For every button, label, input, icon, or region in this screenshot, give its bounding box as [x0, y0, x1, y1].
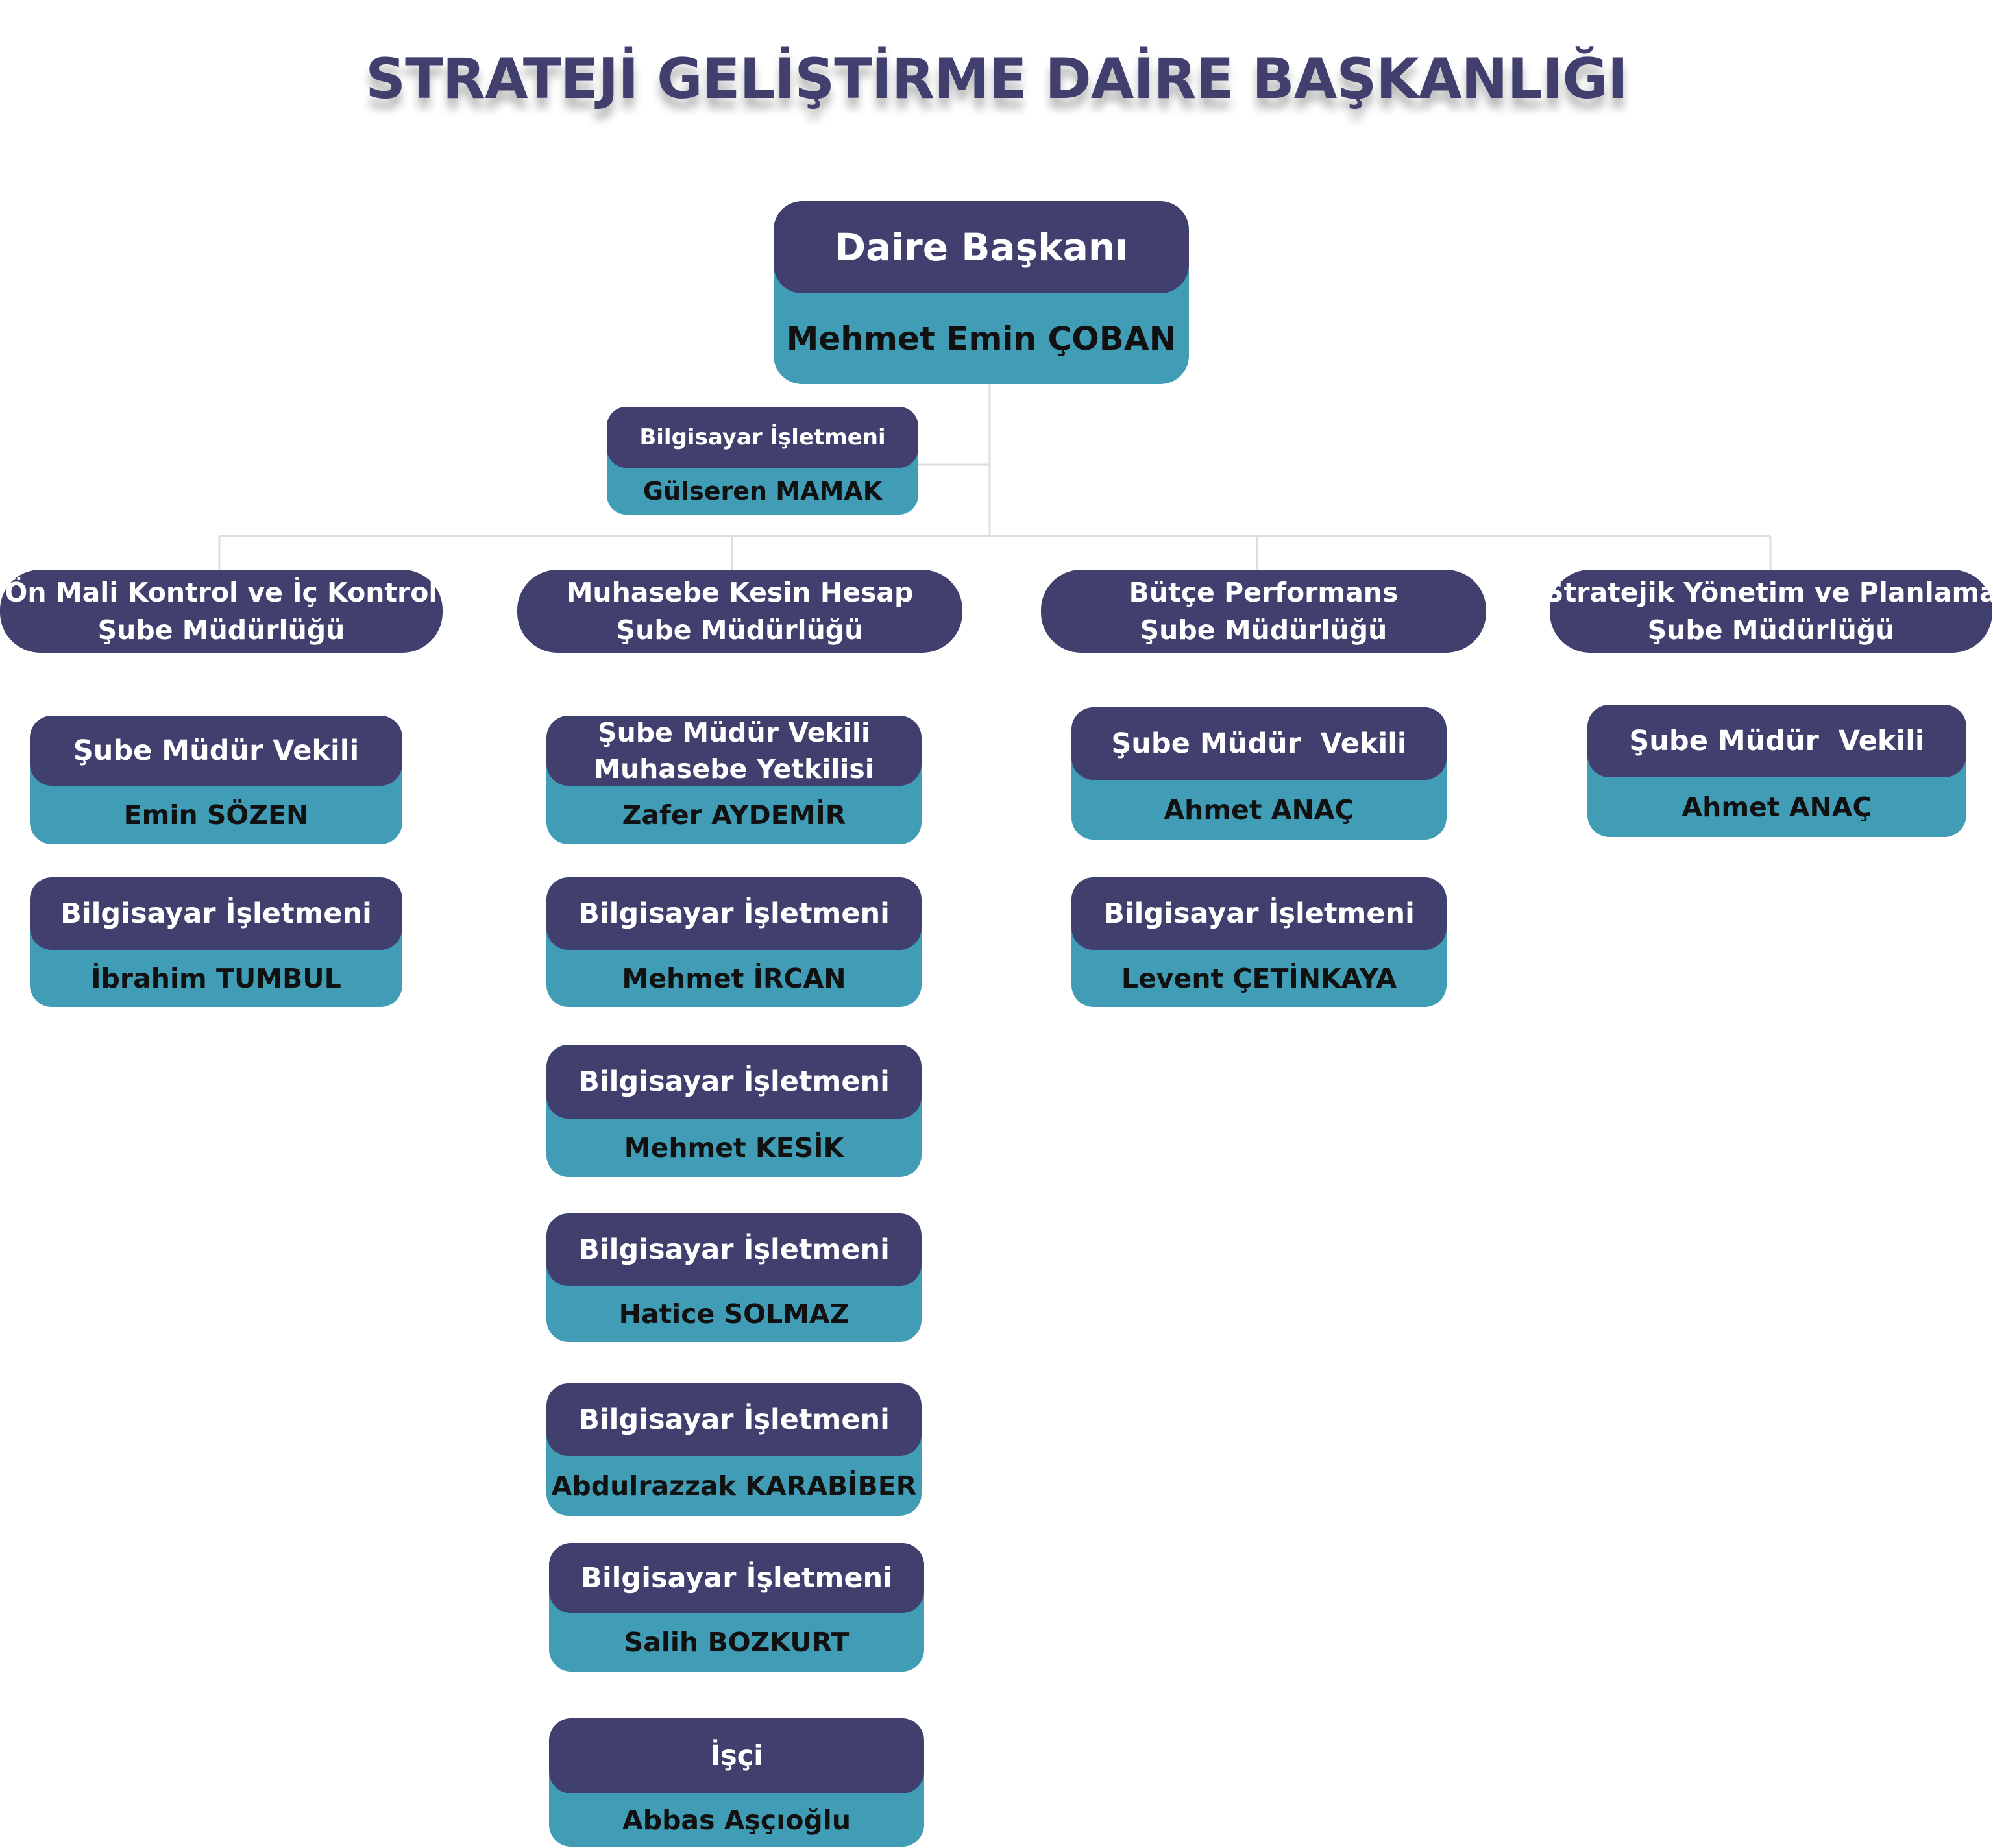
staff-role: Şube Müdür Vekili Muhasebe Yetkilisi: [546, 716, 922, 786]
staff-card: Şube Müdür Vekili Emin SÖZEN: [30, 716, 402, 844]
staff-card: Bilgisayar İşletmeni Salih BOZKURT: [549, 1543, 924, 1672]
staff-role: Şube Müdür Vekili: [1587, 705, 1966, 777]
staff-role-line2: Muhasebe Yetkilisi: [594, 753, 874, 784]
staff-name: Zafer AYDEMİR: [622, 799, 846, 831]
staff-card: Bilgisayar İşletmeni İbrahim TUMBUL: [30, 877, 402, 1007]
staff-name: Hatice SOLMAZ: [618, 1298, 850, 1330]
staff-card: Bilgisayar İşletmeni Levent ÇETİNKAYA: [1071, 877, 1447, 1007]
staff-role: Bilgisayar İşletmeni: [1071, 877, 1447, 950]
staff-role: Bilgisayar İşletmeni: [546, 1045, 922, 1119]
staff-name: Ahmet ANAÇ: [1681, 792, 1872, 823]
head-name: Mehmet Emin ÇOBAN: [786, 320, 1177, 358]
unit-stratejik-yonetim: Stratejik Yönetim ve Planlama Şube Müdür…: [1545, 570, 1993, 653]
staff-name: Mehmet İRCAN: [622, 963, 846, 994]
assistant-role: Bilgisayar İşletmeni: [607, 407, 918, 468]
unit-title: Ön Mali Kontrol ve İç Kontrol: [5, 577, 438, 608]
unit-butce-performans: Bütçe Performans Şube Müdürlüğü: [1041, 570, 1486, 653]
unit-subtitle: Şube Müdürlüğü: [1647, 614, 1895, 646]
staff-role: Bilgisayar İşletmeni: [549, 1543, 924, 1613]
staff-name: Ahmet ANAÇ: [1164, 794, 1354, 825]
staff-name: Levent ÇETİNKAYA: [1121, 963, 1397, 994]
unit-title: Bütçe Performans: [1129, 577, 1399, 608]
head-role: Daire Başkanı: [774, 201, 1189, 293]
staff-card: Şube Müdür Vekili Muhasebe Yetkilisi Zaf…: [546, 716, 922, 844]
staff-card: Bilgisayar İşletmeni Mehmet KESİK: [546, 1045, 922, 1177]
staff-role: Bilgisayar İşletmeni: [546, 877, 922, 950]
staff-name: Salih BOZKURT: [624, 1627, 850, 1658]
staff-name: Abdulrazzak KARABİBER: [551, 1470, 917, 1502]
staff-role-line1: Şube Müdür Vekili: [598, 717, 870, 748]
unit-on-mali-kontrol: Ön Mali Kontrol ve İç Kontrol Şube Müdür…: [0, 570, 443, 653]
staff-name: Mehmet KESİK: [624, 1132, 844, 1163]
staff-name: Abbas Aşçıoğlu: [622, 1805, 851, 1836]
staff-card: Bilgisayar İşletmeni Hatice SOLMAZ: [546, 1213, 922, 1342]
staff-role: Şube Müdür Vekili: [1071, 707, 1447, 780]
staff-role: İşçi: [549, 1718, 924, 1793]
unit-title: Muhasebe Kesin Hesap: [566, 577, 914, 608]
staff-name: İbrahim TUMBUL: [91, 963, 341, 994]
staff-role: Bilgisayar İşletmeni: [30, 877, 402, 950]
staff-role: Bilgisayar İşletmeni: [546, 1383, 922, 1456]
unit-subtitle: Şube Müdürlüğü: [1140, 614, 1388, 646]
staff-name: Emin SÖZEN: [123, 799, 309, 831]
staff-card: Şube Müdür Vekili Ahmet ANAÇ: [1587, 705, 1966, 837]
page-title: STRATEJİ GELİŞTİRME DAİRE BAŞKANLIĞI: [365, 47, 1628, 112]
staff-card: Şube Müdür Vekili Ahmet ANAÇ: [1071, 707, 1447, 840]
unit-muhasebe-kesin-hesap: Muhasebe Kesin Hesap Şube Müdürlüğü: [517, 570, 962, 653]
staff-card: Bilgisayar İşletmeni Abdulrazzak KARABİB…: [546, 1383, 922, 1516]
staff-role: Şube Müdür Vekili: [30, 716, 402, 786]
unit-title: Stratejik Yönetim ve Planlama: [1545, 577, 1993, 608]
assistant-name: Gülseren MAMAK: [642, 477, 883, 505]
staff-card: Bilgisayar İşletmeni Mehmet İRCAN: [546, 877, 922, 1007]
staff-card: İşçi Abbas Aşçıoğlu: [549, 1718, 924, 1847]
assistant-card: Bilgisayar İşletmeni Gülseren MAMAK: [607, 407, 918, 515]
head-card: Daire Başkanı Mehmet Emin ÇOBAN: [774, 201, 1189, 384]
staff-role: Bilgisayar İşletmeni: [546, 1213, 922, 1286]
unit-subtitle: Şube Müdürlüğü: [97, 614, 345, 646]
unit-subtitle: Şube Müdürlüğü: [616, 614, 864, 646]
